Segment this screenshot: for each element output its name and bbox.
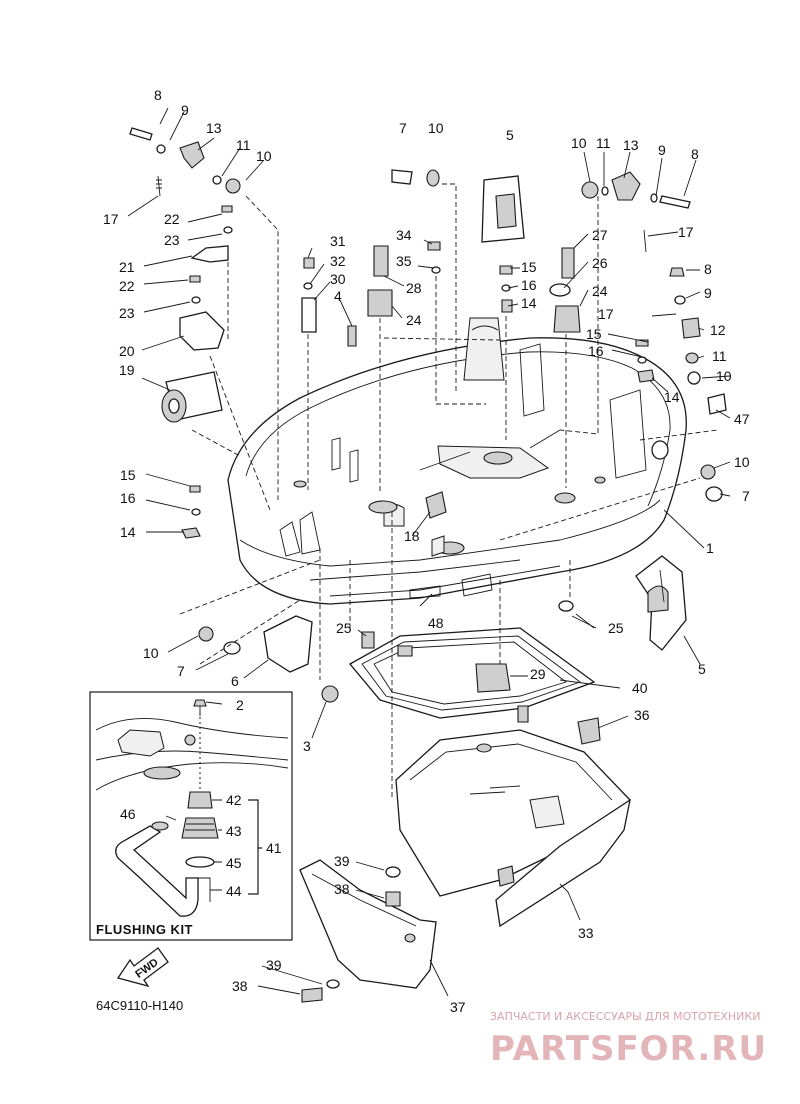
callout-33: 33 bbox=[578, 925, 594, 941]
callout-42: 42 bbox=[226, 792, 242, 808]
callout-30: 30 bbox=[330, 271, 346, 287]
callout-40: 40 bbox=[632, 680, 648, 696]
callout-6: 6 bbox=[231, 673, 239, 689]
callout-25: 25 bbox=[336, 620, 352, 636]
callout-23: 23 bbox=[164, 232, 180, 248]
callout-10-c: 10 bbox=[571, 135, 587, 151]
callout-38-b: 38 bbox=[232, 978, 248, 994]
watermark-brand: PARTSFOR.RU bbox=[490, 1029, 767, 1069]
callout-28: 28 bbox=[406, 280, 422, 296]
callout-7-c: 7 bbox=[177, 663, 185, 679]
callout-14: 14 bbox=[120, 524, 136, 540]
callout-7-b: 7 bbox=[742, 488, 750, 504]
callout-15-c: 15 bbox=[586, 326, 602, 342]
callout-24-b: 24 bbox=[592, 283, 608, 299]
callout-11-b: 11 bbox=[596, 135, 611, 151]
callout-8-b: 8 bbox=[691, 146, 699, 162]
callout-14-c: 14 bbox=[664, 389, 680, 405]
callout-16: 16 bbox=[120, 490, 136, 506]
callout-20: 20 bbox=[119, 343, 135, 359]
bracket-5-top bbox=[481, 175, 525, 243]
callout-27: 27 bbox=[592, 227, 608, 243]
callout-16-b: 16 bbox=[521, 277, 537, 293]
callout-22-b: 22 bbox=[119, 278, 135, 294]
callout-10-d: 10 bbox=[716, 368, 732, 384]
callout-39-b: 39 bbox=[266, 957, 282, 973]
callout-9-b: 9 bbox=[658, 142, 666, 158]
watermark-tagline: ЗАПЧАСТИ И АКСЕССУАРЫ ДЛЯ МОТОТЕХНИКИ bbox=[490, 1010, 760, 1023]
inset-title: FLUSHING KIT bbox=[96, 922, 193, 937]
callout-5-b: 5 bbox=[698, 661, 706, 677]
callout-11: 11 bbox=[236, 137, 251, 153]
bracket-5-lower bbox=[635, 555, 687, 651]
seal-40 bbox=[348, 627, 596, 723]
callout-12: 12 bbox=[710, 322, 726, 338]
callout-44: 44 bbox=[226, 883, 242, 899]
callout-34: 34 bbox=[396, 227, 412, 243]
callout-15: 15 bbox=[120, 467, 136, 483]
callout-25-b: 25 bbox=[608, 620, 624, 636]
callout-48: 48 bbox=[428, 615, 444, 631]
callout-14-b: 14 bbox=[521, 295, 537, 311]
callout-39: 39 bbox=[334, 853, 350, 869]
callout-10-b: 10 bbox=[428, 120, 444, 136]
callout-7: 7 bbox=[399, 120, 407, 136]
callout-8: 8 bbox=[154, 87, 162, 103]
callout-13-b: 13 bbox=[623, 137, 639, 153]
callout-15-b: 15 bbox=[521, 259, 537, 275]
callout-18: 18 bbox=[404, 528, 420, 544]
inset-frame bbox=[89, 691, 293, 941]
callout-11-c: 11 bbox=[712, 348, 727, 364]
fwd-arrow: FWD bbox=[116, 947, 169, 988]
watermark: ЗАПЧАСТИ И АКСЕССУАРЫ ДЛЯ МОТОТЕХНИКИ PA… bbox=[490, 1010, 767, 1069]
callout-36: 36 bbox=[634, 707, 650, 723]
callout-43: 43 bbox=[226, 823, 242, 839]
callout-47: 47 bbox=[734, 411, 750, 427]
callout-13: 13 bbox=[206, 120, 222, 136]
callout-31: 31 bbox=[330, 233, 346, 249]
callout-10-f: 10 bbox=[143, 645, 159, 661]
callout-37: 37 bbox=[450, 999, 466, 1015]
callout-17-b: 17 bbox=[678, 224, 694, 240]
flushing-kit-inset bbox=[89, 691, 293, 941]
callout-46: 46 bbox=[120, 806, 136, 822]
callout-5: 5 bbox=[506, 127, 514, 143]
callout-41: 41 bbox=[266, 840, 282, 856]
drawing-code: 64C9110-H140 bbox=[96, 998, 183, 1013]
callout-17-c: 17 bbox=[598, 306, 614, 322]
callout-4: 4 bbox=[334, 288, 342, 304]
callout-38: 38 bbox=[334, 881, 350, 897]
callout-2: 2 bbox=[236, 697, 244, 713]
callout-10-e: 10 bbox=[734, 454, 750, 470]
right-parts bbox=[549, 171, 727, 612]
callout-9: 9 bbox=[181, 102, 189, 118]
callout-23-b: 23 bbox=[119, 305, 135, 321]
callout-32: 32 bbox=[330, 253, 346, 269]
callout-3: 3 bbox=[303, 738, 311, 754]
callout-24: 24 bbox=[406, 312, 422, 328]
left-parts bbox=[129, 127, 339, 703]
callout-26: 26 bbox=[592, 255, 608, 271]
callout-8-c: 8 bbox=[704, 261, 712, 277]
callout-numbers: 8 9 13 11 10 17 22 23 21 22 23 20 19 15 … bbox=[103, 87, 750, 1015]
callout-19: 19 bbox=[119, 362, 135, 378]
bottom-cowling bbox=[227, 317, 687, 605]
callout-45: 45 bbox=[226, 855, 242, 871]
callout-10: 10 bbox=[256, 148, 272, 164]
callout-22: 22 bbox=[164, 211, 180, 227]
callout-16-c: 16 bbox=[588, 343, 604, 359]
callout-9-c: 9 bbox=[704, 285, 712, 301]
callout-35: 35 bbox=[396, 253, 412, 269]
lower-cover-33 bbox=[395, 729, 631, 928]
callout-21: 21 bbox=[119, 259, 135, 275]
side-cover-37 bbox=[299, 859, 437, 989]
callout-1: 1 bbox=[706, 540, 714, 556]
callout-29: 29 bbox=[530, 666, 546, 682]
callout-17: 17 bbox=[103, 211, 119, 227]
leader-lines bbox=[127, 107, 731, 997]
